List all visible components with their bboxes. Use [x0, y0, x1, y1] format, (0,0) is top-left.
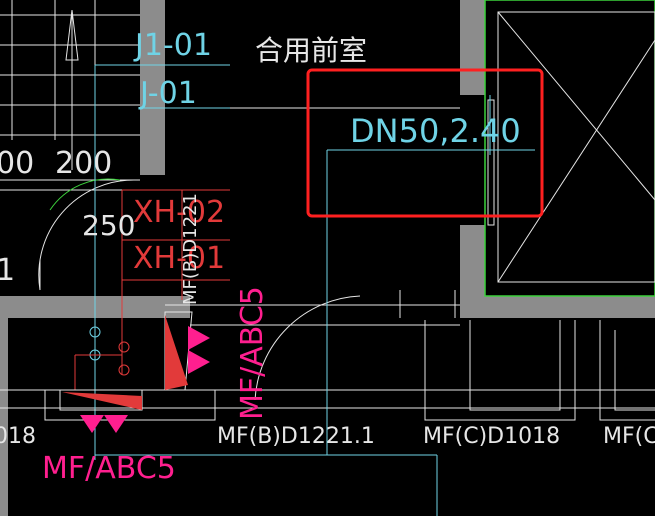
pipe-label-j[interactable]: J-01: [138, 76, 197, 111]
hydrant-label-xh02[interactable]: XH-02: [133, 195, 225, 230]
elevator-diagonal-a: [497, 11, 655, 201]
extinguisher-label-bottom[interactable]: MF/ABC5: [42, 451, 176, 486]
extinguisher-icon: [188, 326, 210, 350]
code-label-bottom-left[interactable]: 018: [0, 424, 36, 449]
elevator-shaft: [484, 0, 655, 297]
up-arrow-icon: [65, 9, 79, 61]
hydrant-label-xh01[interactable]: XH-01: [133, 241, 225, 276]
extinguisher-icons[interactable]: [80, 326, 210, 433]
hydrant-valve-icon[interactable]: [118, 364, 130, 376]
hydrant-cabinet-bottom-fill-icon[interactable]: [62, 392, 142, 410]
selection-box[interactable]: [306, 68, 544, 218]
hydrant-lines: [74, 189, 230, 390]
elevator-diagonal-b: [497, 39, 655, 283]
wall-left-column: [140, 0, 165, 175]
elevator-shaft-outline: [484, 0, 655, 297]
dimension-label-left[interactable]: 00: [0, 146, 34, 181]
door-swing-arc-left: [38, 179, 136, 291]
extinguisher-icon: [188, 350, 210, 374]
pipe-label-j1[interactable]: J1-01: [133, 28, 212, 63]
dimension-label-one[interactable]: 1: [0, 253, 15, 288]
code-label-bottom-mid[interactable]: MF(B)D1221.1: [217, 424, 375, 449]
room-name-label[interactable]: 合用前室: [255, 34, 367, 67]
cabinets: [44, 320, 655, 421]
door-swing-arc-green: [49, 178, 121, 211]
dimension-label-200[interactable]: 200: [55, 146, 112, 181]
extinguisher-icon: [104, 415, 128, 433]
extinguisher-label-vertical[interactable]: MF/ABC5: [235, 286, 270, 420]
pipe-spec-label[interactable]: DN50,2.40: [350, 112, 521, 150]
wall-stub-left: [0, 296, 8, 516]
elevator-door-strip: [487, 99, 495, 226]
valve-icon[interactable]: [89, 326, 101, 338]
vertical-code-label[interactable]: MF(B)D1221: [180, 193, 201, 305]
wall-right-column-top: [460, 0, 485, 95]
elevator-car-outline: [497, 11, 655, 283]
door-swing-arc-mid: [254, 295, 361, 401]
code-label-bottom-edge[interactable]: MF(C: [603, 424, 655, 449]
hydrant-valve-icon[interactable]: [118, 341, 130, 353]
hydrant-cabinet-fill-icon[interactable]: [165, 315, 188, 390]
code-label-bottom-right[interactable]: MF(C)D1018: [423, 424, 560, 449]
dimension-label-250[interactable]: 250: [82, 209, 135, 242]
wall-horizontal-right: [460, 296, 655, 318]
extinguisher-icon: [80, 415, 104, 433]
